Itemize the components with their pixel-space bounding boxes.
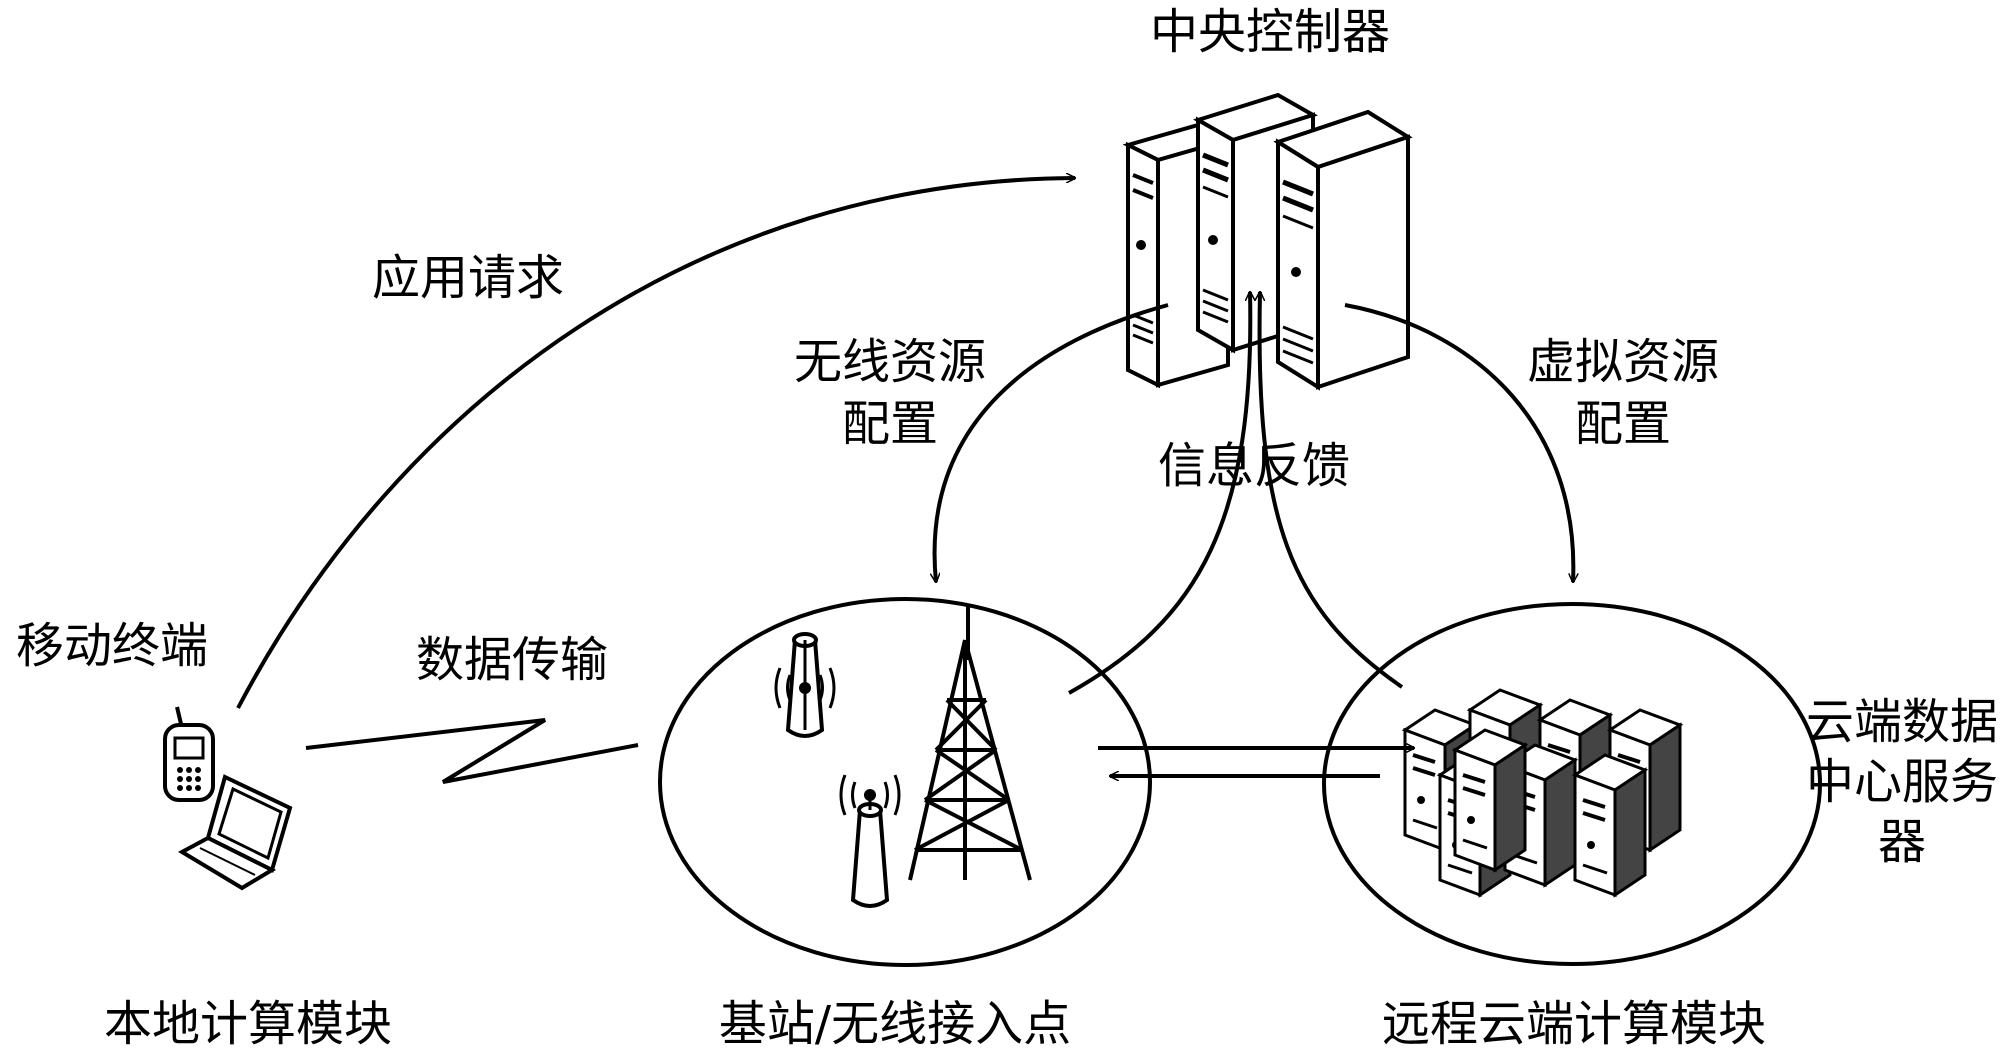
antenna-icon — [841, 775, 899, 906]
local-module-label: 本地计算模块 — [104, 996, 392, 1052]
data-transfer-label: 数据传输 — [416, 632, 608, 688]
wireless-config-label-line1: 无线资源 — [794, 334, 986, 390]
wireless-link-zigzag — [306, 720, 638, 782]
mobile-terminal-label: 移动终端 — [16, 618, 208, 674]
cloud-server-label-line2: 中心服务 — [1806, 754, 1998, 810]
info-feedback-label: 信息反馈 — [1158, 438, 1350, 494]
app-request-label: 应用请求 — [372, 250, 564, 306]
cloud-server-label-line1: 云端数据 — [1806, 694, 1998, 750]
cell-tower-icon — [910, 605, 1030, 880]
base-station-label: 基站/无线接入点 — [719, 996, 1071, 1052]
base-station-region — [660, 599, 1150, 965]
virtual-config-label-line2: 配置 — [1575, 396, 1671, 452]
central-controller-servers-icon — [1128, 95, 1408, 387]
remote-module-label: 远程云端计算模块 — [1382, 996, 1766, 1052]
wireless-config-label-line2: 配置 — [842, 396, 938, 452]
cloud-server-label-line3: 器 — [1878, 814, 1926, 870]
app-request-arrow — [238, 178, 1075, 708]
mobile-phone-icon — [165, 707, 213, 800]
cloud-server-cluster-icon — [1405, 690, 1680, 895]
antenna-icon — [776, 634, 834, 736]
controller-label: 中央控制器 — [1150, 4, 1390, 60]
virtual-config-label-line1: 虚拟资源 — [1527, 334, 1719, 390]
